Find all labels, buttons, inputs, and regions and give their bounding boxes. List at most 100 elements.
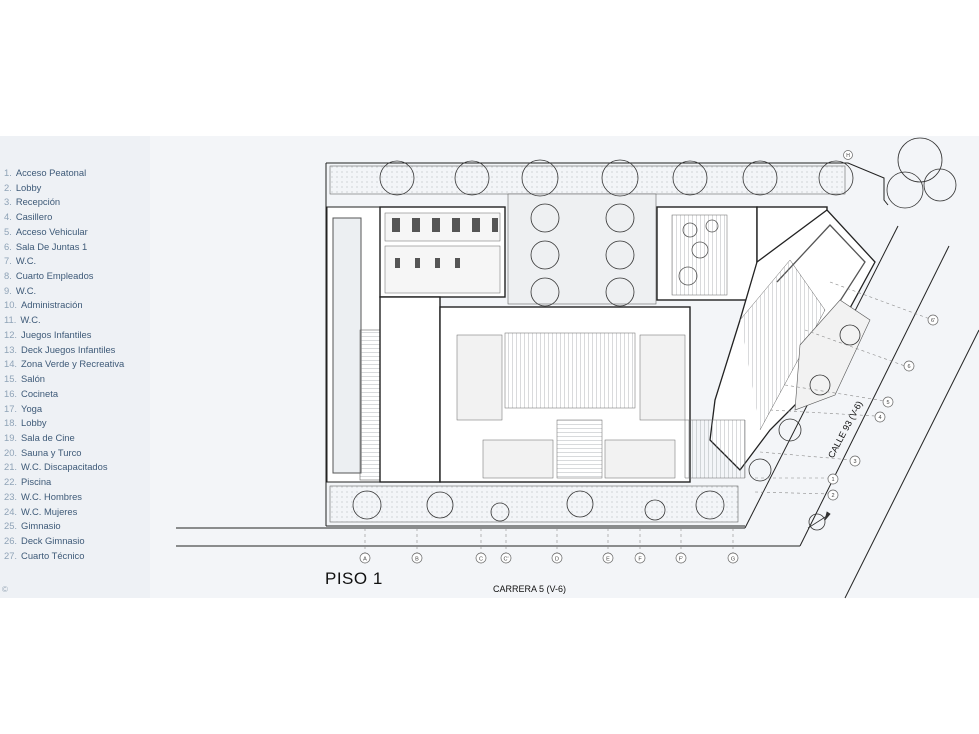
legend-item: 24.W.C. Mujeres [4, 505, 124, 520]
axis-bubble [827, 473, 839, 485]
axis-bubble-label: A [363, 557, 367, 563]
axis-bubble-label: 6 [907, 364, 910, 370]
north-arrow-icon [807, 511, 831, 531]
axis-bubble-label: D [555, 557, 559, 563]
axis-bubble [500, 552, 512, 564]
legend-number: 25. [4, 520, 18, 532]
axis-bubble [551, 552, 563, 564]
axis-bubble-label: F' [679, 557, 683, 563]
legend-number: 20. [4, 446, 18, 458]
legend-number: 17. [4, 402, 18, 414]
axis-bubble [903, 360, 915, 372]
legend-number: 12. [4, 328, 18, 340]
axis-bubble-label: C [479, 557, 483, 563]
legend-label: Yoga [21, 402, 43, 414]
legend-item: 26.Deck Gimnasio [4, 534, 124, 549]
legend-item: 14.Zona Verde y Recreativa [4, 357, 124, 372]
axis-bubble-label: 4 [878, 415, 881, 421]
legend-label: Juegos Infantiles [21, 328, 92, 340]
legend-item: 8.Cuarto Empleados [4, 269, 124, 284]
legend-item: 16.Cocineta [4, 387, 124, 402]
axis-bubble [359, 552, 371, 564]
legend-item: 3.Recepción [4, 195, 124, 210]
street-lines [176, 225, 979, 599]
axis-bubble [874, 411, 886, 423]
legend-item: 17.Yoga [4, 402, 124, 417]
axis-bubble-label: G [731, 557, 735, 563]
legend-label: Sala De Juntas 1 [15, 240, 88, 252]
legend-item: 21.W.C. Discapacitados [4, 460, 124, 475]
legend-item: 20.Sauna y Turco [4, 446, 124, 461]
legend-label: W.C. [20, 314, 41, 326]
legend-item: 11.W.C. [4, 313, 124, 328]
legend-item: 5.Acceso Vehicular [4, 225, 124, 240]
legend-label: Gimnasio [21, 520, 61, 532]
legend-number: 21. [4, 461, 18, 473]
legend-label: Sauna y Turco [21, 446, 82, 458]
legend-item: 23.W.C. Hombres [4, 490, 124, 505]
legend-number: 8. [4, 270, 12, 282]
legend-number: 9. [4, 284, 12, 296]
legend-label: W.C. Mujeres [21, 505, 78, 517]
legend-item: 12.Juegos Infantiles [4, 328, 124, 343]
grid-axes [364, 281, 931, 553]
axis-bubble-label: E [606, 557, 610, 563]
vehicle-ramp [684, 419, 746, 479]
legend-label: Zona Verde y Recreativa [21, 358, 125, 370]
legend-item: 4.Casillero [4, 210, 124, 225]
legend-label: Casillero [15, 211, 53, 223]
legend-label: Acceso Peatonal [15, 167, 87, 178]
axis-bubble [927, 314, 939, 326]
legend-number: 2. [4, 181, 12, 193]
legend-label: Cuarto Técnico [21, 549, 85, 561]
legend-label: Piscina [21, 476, 52, 488]
axis-bubble [727, 552, 739, 564]
legend-label: Salón [21, 373, 46, 385]
legend-number: 7. [4, 255, 12, 267]
axis-bubble-label: B [415, 557, 419, 563]
axis-bubble [849, 455, 861, 467]
legend-item: 25.Gimnasio [4, 519, 124, 534]
legend-item: 7.W.C. [4, 254, 124, 269]
legend-label: Lobby [21, 417, 47, 429]
legend-number: 6. [4, 240, 12, 252]
legend-label: Deck Juegos Infantiles [21, 343, 116, 355]
legend-label: W.C. [15, 284, 37, 296]
legend-panel [0, 136, 150, 598]
legend-item: 19.Sala de Cine [4, 431, 124, 446]
legend-number: 15. [4, 373, 18, 385]
axis-bubble [843, 150, 853, 160]
axis-bubble [882, 396, 894, 408]
legend-number: 1. [4, 167, 12, 178]
legend-number: 19. [4, 431, 18, 443]
interior-hatch [384, 212, 728, 479]
legend-label: W.C. Discapacitados [21, 461, 108, 473]
legend-label: Recepción [15, 196, 61, 208]
legend-label: Acceso Vehicular [15, 225, 88, 237]
axis-bubble-label: F [638, 557, 642, 563]
legend-label: Cuarto Empleados [15, 270, 94, 282]
axis-bubble-label: 5 [886, 400, 889, 406]
gym-equipment [392, 218, 498, 268]
legend-number: 24. [4, 505, 18, 517]
axis-bubble-label: C' [503, 557, 508, 563]
axis-bubble-label: 1 [831, 477, 834, 483]
axis-bubble-label: 3 [853, 459, 856, 465]
axis-bubble-label: H [846, 153, 850, 159]
legend-number: 10. [4, 299, 18, 311]
site-outline [325, 162, 889, 527]
axis-bubble [634, 552, 646, 564]
legend-number: 16. [4, 387, 18, 399]
legend-item: 6.Sala De Juntas 1 [4, 240, 124, 255]
legend-item: 18.Lobby [4, 416, 124, 431]
legend-label: Administración [21, 299, 83, 311]
legend-number: 5. [4, 225, 12, 237]
legend-number: 27. [4, 549, 18, 561]
legend-item: 1.Acceso Peatonal [4, 166, 124, 181]
legend-number: 11. [4, 314, 17, 326]
trees-bottom [352, 324, 861, 522]
legend-item: 22.Piscina [4, 475, 124, 490]
street-label-carrera: CARRERA 5 (V-6) [493, 584, 567, 594]
